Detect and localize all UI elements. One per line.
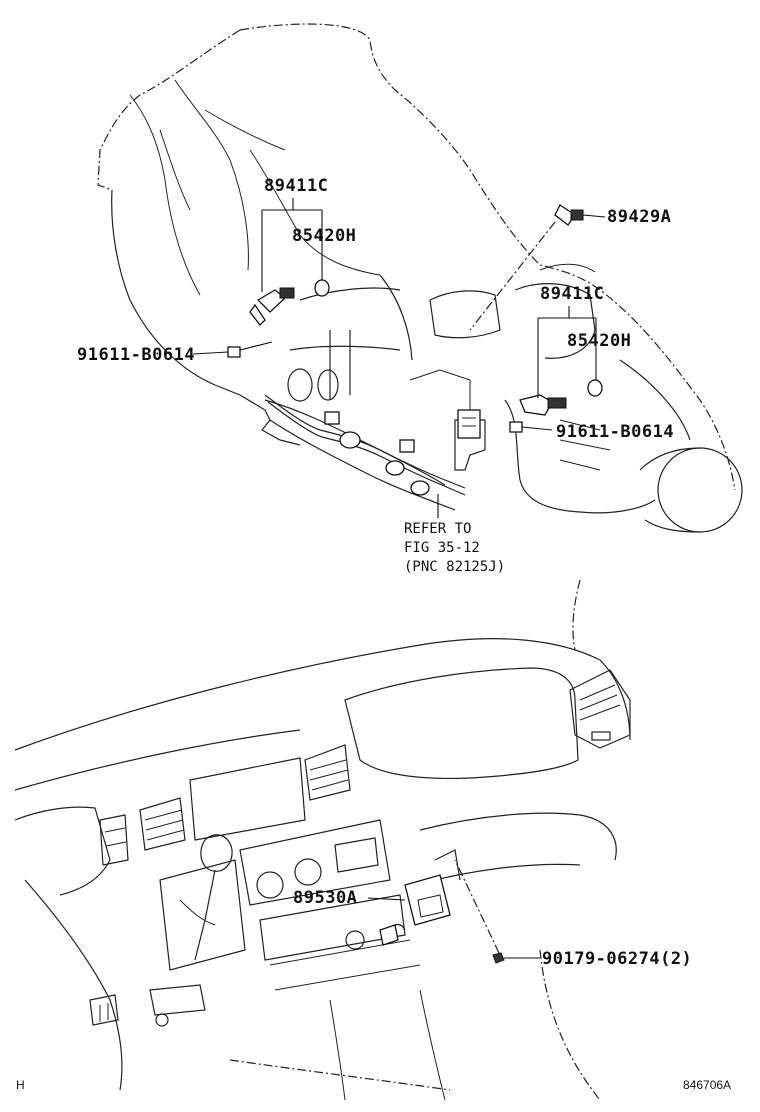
label-89429a: 89429A [607,207,672,227]
footer-left-mark: H [16,1078,25,1092]
drawing-number: 846706A [683,1078,732,1092]
label-91611-right: 91611-B0614 [556,422,675,442]
reference-line-1: REFER TO [404,521,472,537]
label-91611-left: 91611-B0614 [77,345,196,365]
wire-harness [264,394,466,496]
control-module-89530a [379,849,461,946]
nut-90179 [454,859,505,964]
leader-lines [192,198,606,959]
label-85420h-upper: 85420H [292,226,357,246]
label-89530a: 89530A [293,888,358,908]
label-89411c-upper: 89411C [264,176,329,196]
label-90179: 90179-06274(2) [542,949,693,969]
label-89411c-right: 89411C [540,284,605,304]
speed-sensor-right [509,379,603,433]
label-85420h-right: 85420H [567,331,632,351]
transmission-assembly [97,23,743,533]
reference-line-2: FIG 35-12 [404,540,480,556]
reference-note: REFER TO FIG 35-12 (PNC 82125J) [404,520,505,577]
speed-sensor-upper [227,279,330,358]
switch-89429a [469,204,584,331]
dashboard-assembly [14,579,631,1101]
reference-line-3: (PNC 82125J) [404,559,506,575]
